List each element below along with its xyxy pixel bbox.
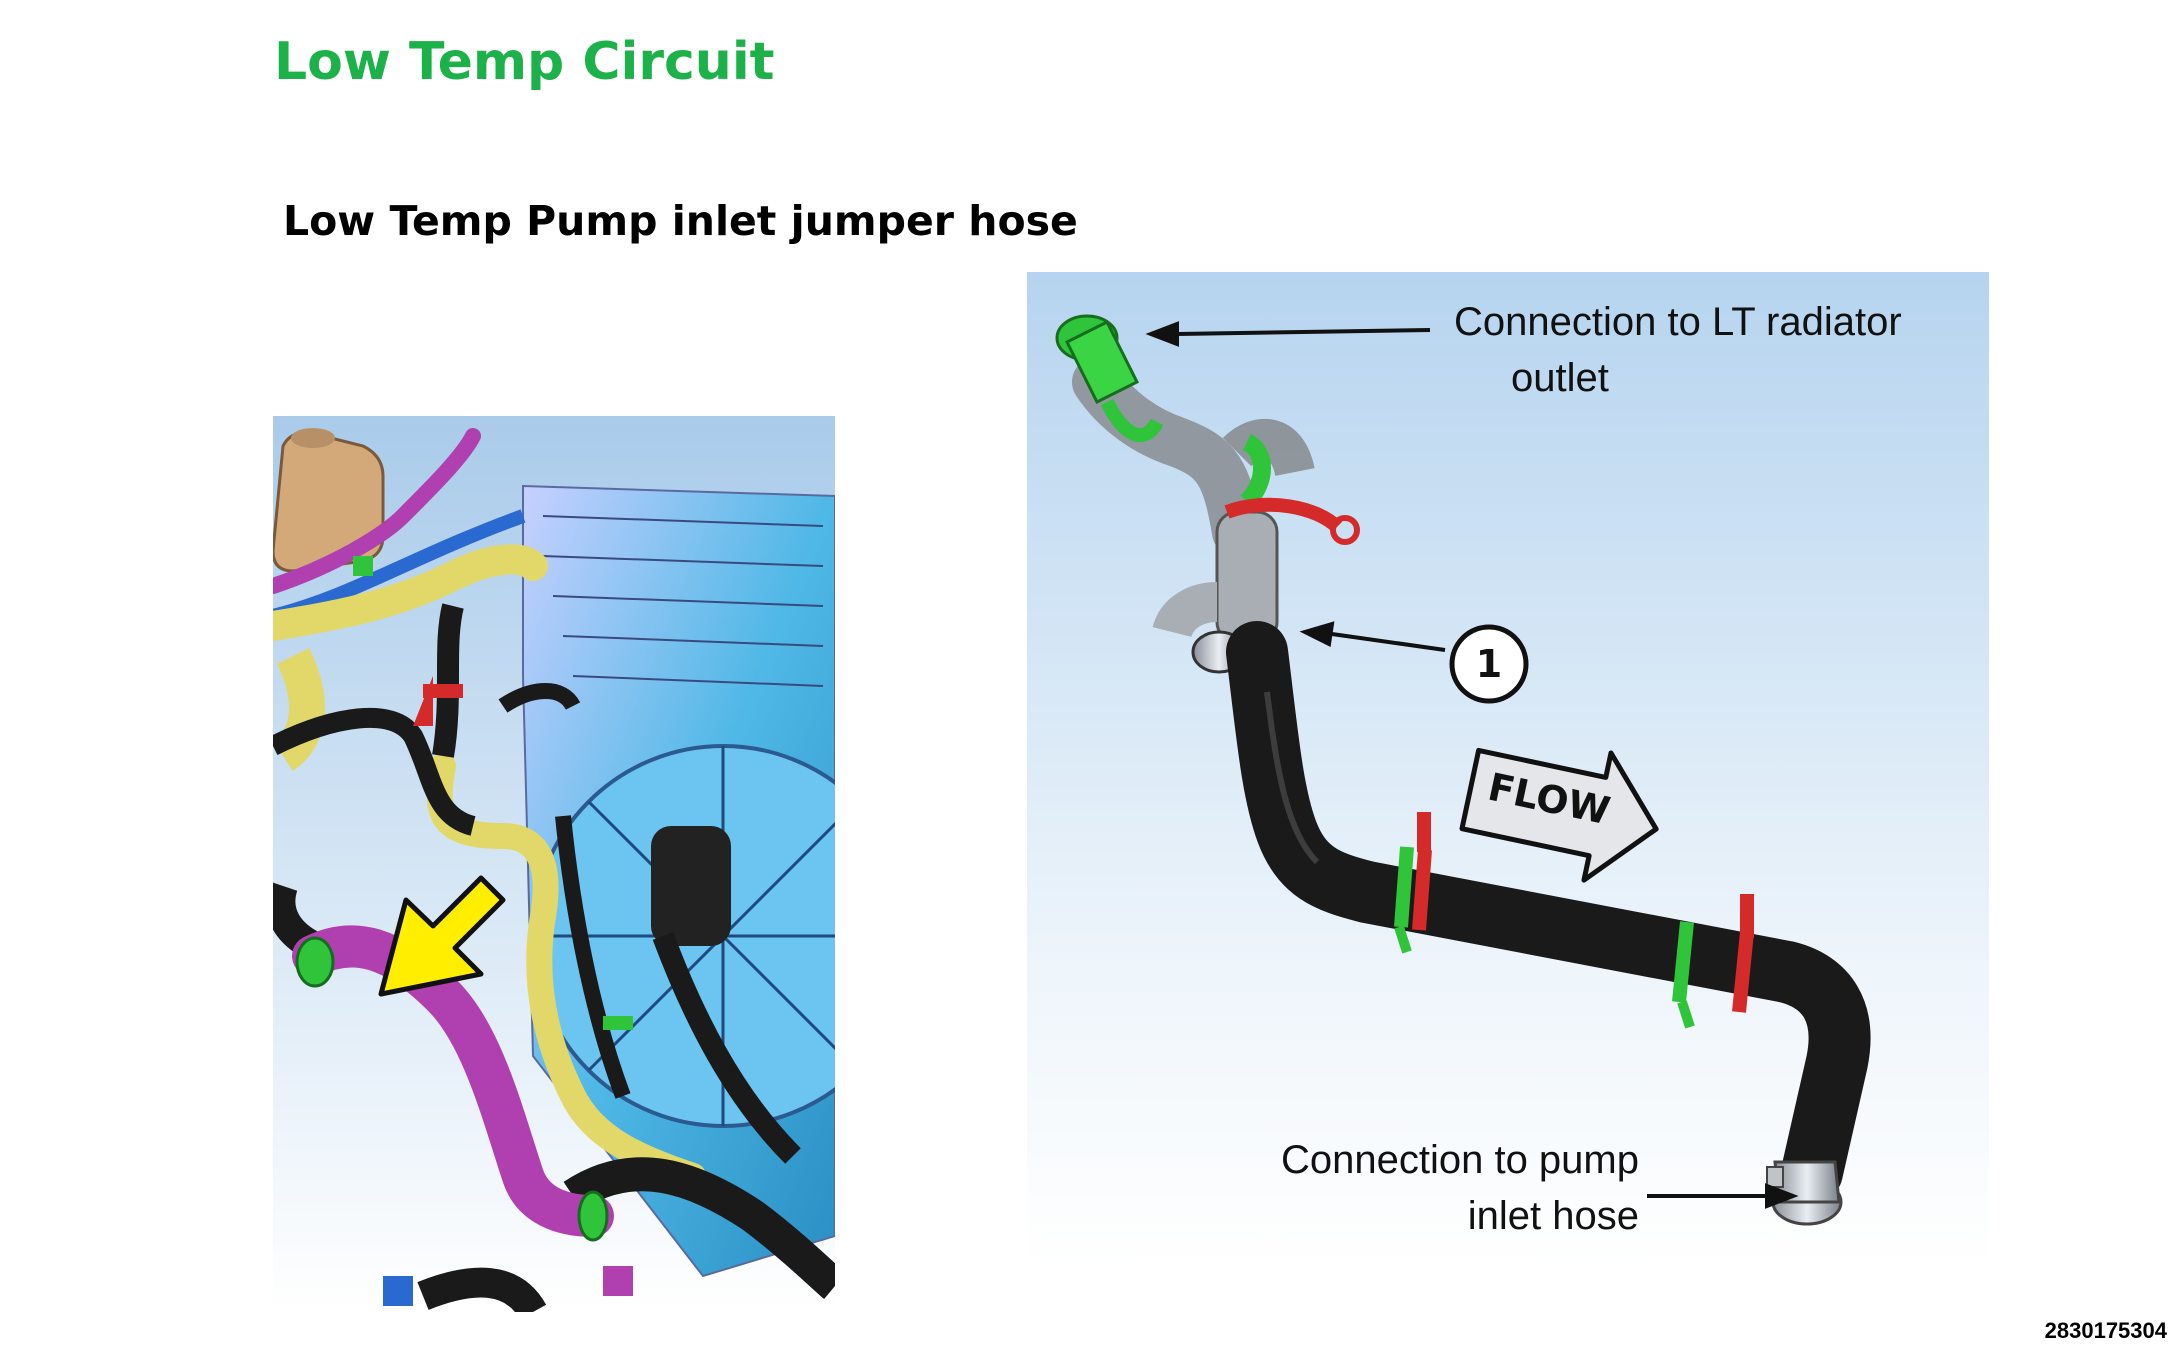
yellow-pointer-arrow bbox=[378, 875, 506, 997]
jumper-hose-detail: Connection to LT radiator outlet Connect… bbox=[1027, 272, 1989, 1267]
reference-number: 1 bbox=[1475, 642, 1503, 686]
page-title: Low Temp Circuit bbox=[274, 32, 775, 92]
radiator-outlet-label: Connection to LT radiator outlet bbox=[1454, 300, 1902, 400]
page-subtitle: Low Temp Pump inlet jumper hose bbox=[283, 197, 1078, 245]
flow-arrow bbox=[1459, 747, 1659, 883]
pump-inlet-label: Connection to pump inlet hose bbox=[1280, 1138, 1639, 1238]
engine-bay-illustration bbox=[273, 416, 835, 1312]
radiator-outlet-connector bbox=[1055, 314, 1164, 443]
document-id: 2830175304 bbox=[2044, 1318, 2167, 1343]
pump-inlet-connector bbox=[1766, 1160, 1843, 1226]
